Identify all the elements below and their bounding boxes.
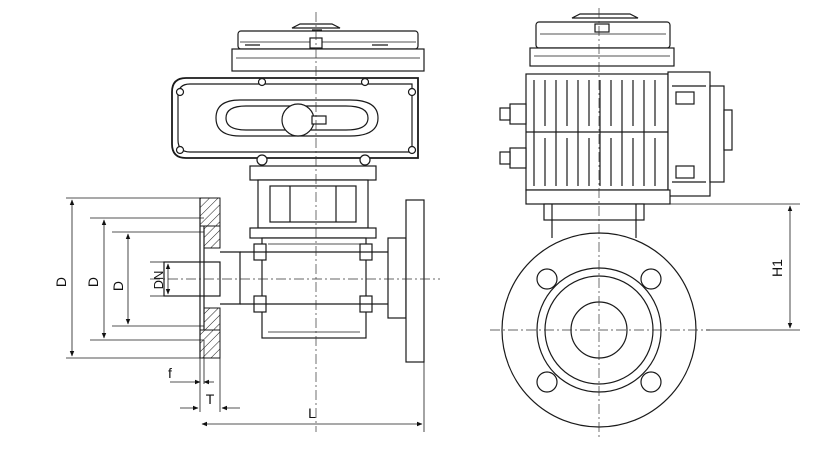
- dim-label-D-outer: D: [53, 277, 69, 287]
- actuator-top-cover: [231, 23, 425, 72]
- dim-label-f: f: [168, 365, 172, 381]
- dim-label-DN: DN: [151, 271, 166, 290]
- left-flange: [163, 197, 241, 359]
- end-view: H1: [490, 8, 800, 440]
- actuator-body: [171, 77, 419, 166]
- dim-label-L: L: [308, 405, 316, 421]
- end-actuator-body: [499, 71, 733, 238]
- dimension-H1: [670, 203, 800, 331]
- right-flange: [387, 199, 425, 363]
- side-view: D D D DN f T L: [53, 12, 440, 432]
- dim-label-H1: H1: [769, 259, 785, 277]
- dim-label-T: T: [206, 391, 215, 407]
- valve-body: [240, 237, 388, 339]
- dim-label-D-raised-face: D: [110, 281, 126, 291]
- dimension-lines-side: [66, 197, 425, 432]
- dim-label-D-bolt-circle: D: [85, 277, 101, 287]
- mounting-bracket: [249, 165, 377, 239]
- end-actuator-top: [529, 13, 675, 67]
